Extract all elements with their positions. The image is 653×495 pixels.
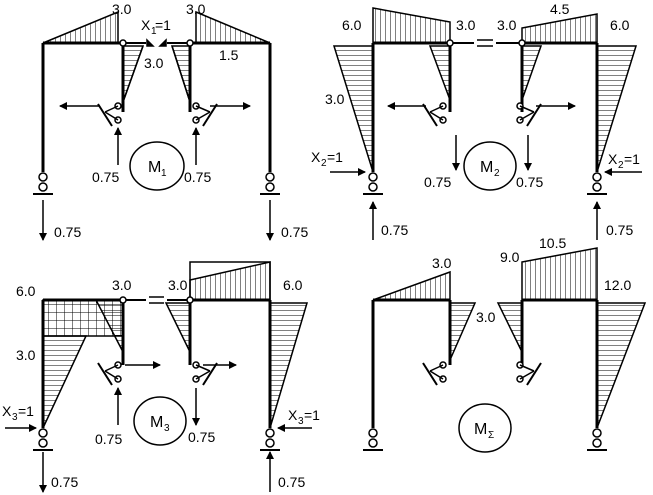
m1-label-x1-eq: =1 bbox=[155, 17, 171, 33]
m2-label-force-right: 0.75 bbox=[516, 174, 543, 190]
m1-label-top-left: 3.0 bbox=[112, 1, 132, 17]
panel-m3: M 3 6.0 3.0 3.0 6.0 3.0 X 3 =1 X 3 =1 0.… bbox=[2, 261, 320, 493]
m3-title-circle bbox=[133, 396, 187, 446]
m2-label-top-mid-left: 3.0 bbox=[456, 17, 476, 33]
m3-base-supports bbox=[33, 428, 280, 451]
m1-label-mid-left: 3.0 bbox=[144, 55, 164, 71]
m3-label-x3-left-eq: =1 bbox=[18, 403, 34, 419]
m2-label-support-right: 0.75 bbox=[606, 222, 633, 238]
m2-label-force-left: 0.75 bbox=[424, 174, 451, 190]
msum-base-supports bbox=[363, 428, 607, 451]
m2-force-arrows bbox=[330, 102, 642, 240]
panel-m2: M 2 6.0 3.0 3.0 4.5 6.0 3.0 X 2 =1 X 2 =… bbox=[311, 1, 642, 240]
m2-label-top-right-peak: 4.5 bbox=[550, 1, 570, 17]
msum-label-top-right-b: 10.5 bbox=[539, 235, 566, 251]
m3-label-force-right: 0.75 bbox=[188, 429, 215, 445]
m2-gap-hinge bbox=[446, 39, 526, 47]
m1-label-force-left: 0.75 bbox=[92, 169, 119, 185]
m3-title: M bbox=[150, 414, 163, 431]
m1-base-supports bbox=[33, 172, 280, 195]
m2-label-x2-right-eq: =1 bbox=[624, 151, 640, 167]
panel-m1: M 1 3.0 X 1 =1 3.0 3.0 1.5 0.75 0.75 0.7… bbox=[33, 1, 308, 241]
m2-frame bbox=[371, 41, 599, 172]
m2-label-x2-right: X bbox=[608, 151, 618, 167]
msum-label-top-right-c: 12.0 bbox=[604, 277, 631, 293]
m3-gap-hinge bbox=[119, 296, 194, 304]
m2-title-sub: 2 bbox=[494, 168, 500, 179]
m3-label-x3-left: X bbox=[2, 403, 12, 419]
m3-force-arrows bbox=[5, 361, 312, 493]
m3-moment-diagram bbox=[42, 261, 309, 429]
m1-label-support-right: 0.75 bbox=[281, 224, 308, 240]
m3-inner-supports bbox=[97, 361, 218, 386]
msum-title: M bbox=[474, 421, 487, 438]
m1-label-support-left: 0.75 bbox=[54, 224, 81, 240]
m2-label-top-mid-right: 3.0 bbox=[497, 17, 517, 33]
m3-label-top-left: 6.0 bbox=[16, 283, 36, 299]
m1-label-mid-right: 1.5 bbox=[219, 47, 239, 63]
m3-label-top-mid-left: 3.0 bbox=[112, 277, 132, 293]
m2-label-x2-right-sub: 2 bbox=[618, 160, 624, 171]
m1-inner-supports bbox=[97, 102, 218, 127]
m2-inner-supports bbox=[422, 102, 542, 127]
m1-gap-hinge bbox=[119, 38, 194, 47]
m3-label-x3-right-sub: 3 bbox=[298, 416, 304, 427]
m2-label-x2-left-eq: =1 bbox=[327, 149, 343, 165]
m3-label-left-mid: 3.0 bbox=[16, 347, 36, 363]
m2-label-x2-left: X bbox=[311, 149, 321, 165]
m1-label-top-right: 3.0 bbox=[186, 1, 206, 17]
m3-label-x3-right-eq: =1 bbox=[304, 407, 320, 423]
m1-label-x1-sub: 1 bbox=[151, 26, 157, 37]
m1-title-circle bbox=[129, 141, 185, 191]
m2-label-top-left: 6.0 bbox=[342, 17, 362, 33]
m3-label-support-right: 0.75 bbox=[278, 474, 305, 490]
m3-label-top-mid-right: 3.0 bbox=[168, 277, 188, 293]
m3-title-sub: 3 bbox=[164, 423, 170, 434]
m1-label-force-right: 0.75 bbox=[184, 169, 211, 185]
msum-label-top-right-a: 9.0 bbox=[500, 249, 520, 265]
m2-label-top-right: 6.0 bbox=[610, 17, 630, 33]
m1-title: M bbox=[148, 159, 161, 176]
m3-label-support-left: 0.75 bbox=[51, 474, 78, 490]
panel-msum: M Σ 3.0 3.0 9.0 10.5 12.0 bbox=[363, 235, 647, 453]
msum-label-top-left: 3.0 bbox=[432, 255, 452, 271]
m1-title-sub: 1 bbox=[161, 168, 167, 179]
m2-label-x2-left-sub: 2 bbox=[321, 158, 327, 169]
m2-title-circle bbox=[463, 141, 517, 191]
m2-moment-diagram bbox=[332, 7, 638, 173]
m1-force-arrows bbox=[39, 102, 274, 241]
m3-label-top-right: 6.0 bbox=[283, 277, 303, 293]
m2-base-supports bbox=[363, 172, 607, 195]
m3-label-x3-left-sub: 3 bbox=[12, 412, 18, 423]
msum-label-mid-left: 3.0 bbox=[476, 309, 496, 325]
m3-label-force-left: 0.75 bbox=[95, 431, 122, 447]
m2-label-support-left: 0.75 bbox=[381, 222, 408, 238]
msum-moment-diagram bbox=[372, 247, 647, 429]
m2-title: M bbox=[480, 159, 493, 176]
msum-title-sub: Σ bbox=[488, 430, 494, 441]
m1-label-x1: X bbox=[141, 17, 151, 33]
m3-label-x3-right: X bbox=[288, 407, 298, 423]
msum-title-circle bbox=[458, 403, 512, 453]
msum-inner-supports bbox=[422, 361, 542, 386]
m1-moment-diagram bbox=[42, 10, 271, 103]
m2-label-left-mid: 3.0 bbox=[325, 91, 345, 107]
